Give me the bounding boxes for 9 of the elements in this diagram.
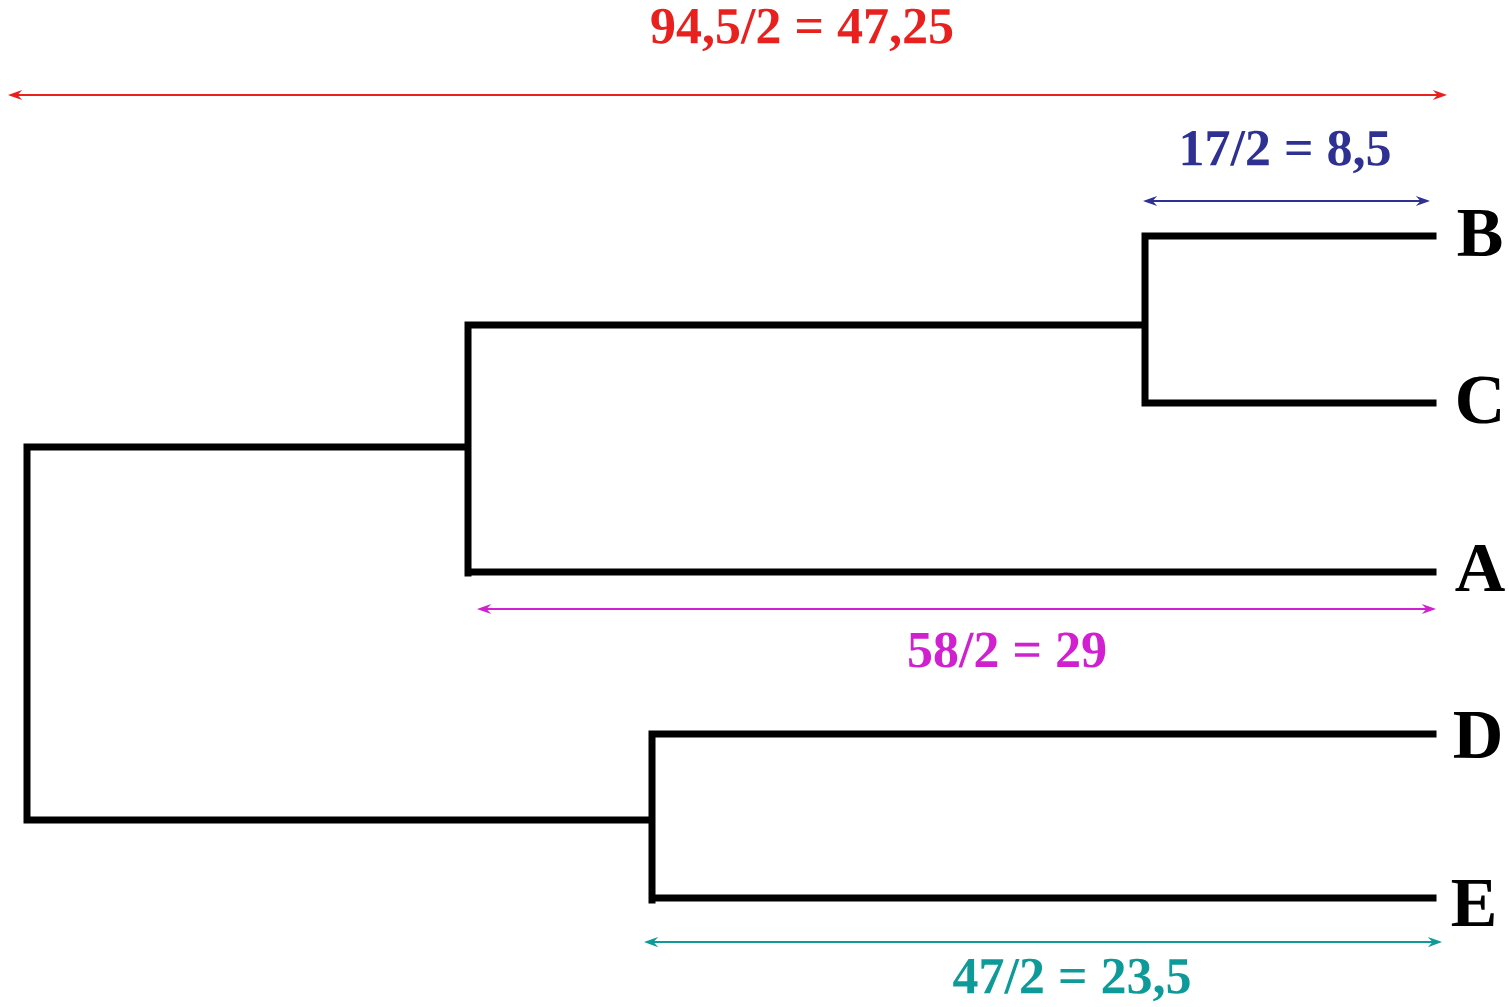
leaf-label: E [1451, 880, 1494, 926]
dimension-label: 58/2 = 29 [909, 632, 1106, 668]
leaf-label: A [1455, 544, 1505, 592]
leaf-label: B [1457, 210, 1502, 257]
leaf-label: D [1453, 712, 1500, 758]
dimension-label: 47/2 = 23,5 [953, 958, 1190, 1002]
dimension-label: 17/2 = 8,5 [1182, 130, 1390, 174]
leaf-label: C [1458, 376, 1500, 424]
dimension-label: 94,5/2 = 47,25 [651, 8, 953, 52]
